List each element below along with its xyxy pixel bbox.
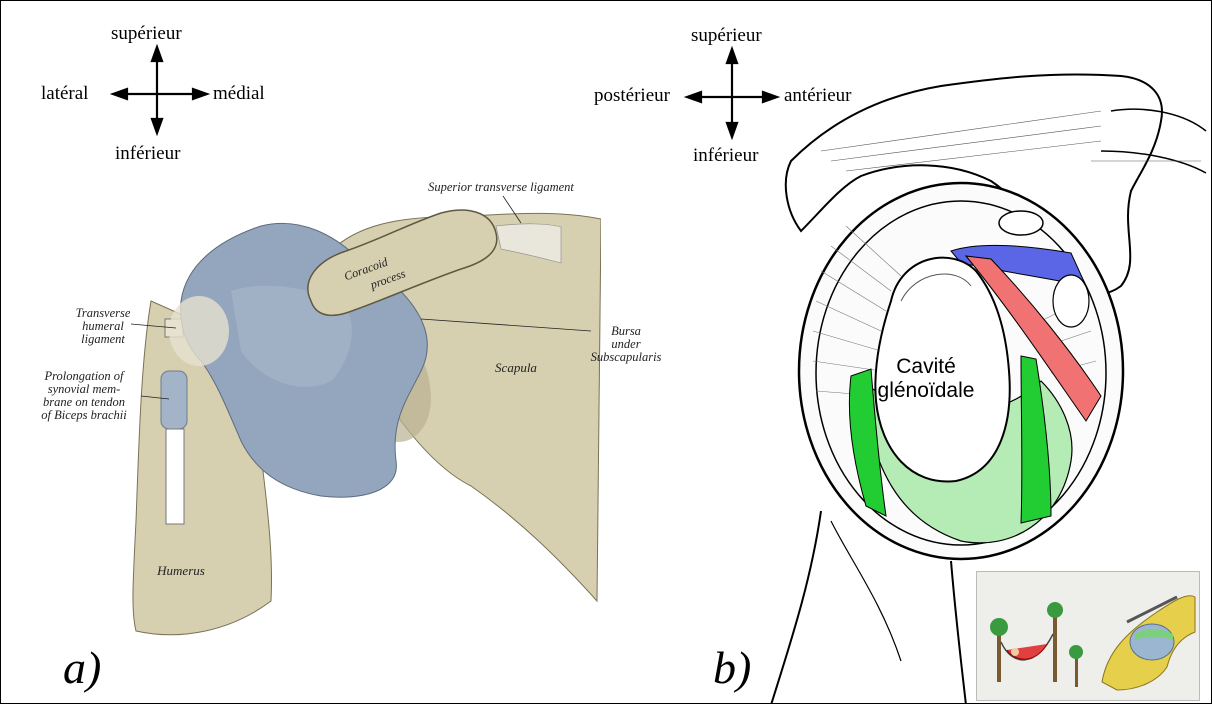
direction-anterior-b: antérieur (784, 85, 852, 107)
inset-drawing (977, 572, 1199, 700)
direction-posterior-b: postérieur (594, 85, 670, 107)
direction-inferior-b: inférieur (693, 145, 758, 167)
direction-superior-b: supérieur (691, 25, 762, 47)
inset-hammock-illustration (976, 571, 1200, 701)
orientation-arrows-b (687, 49, 777, 137)
glenoid-cavity-label-line1: Cavité (861, 355, 991, 379)
panel-letter-b: b) (713, 641, 751, 694)
glenoid-cavity-label-line2: glénoïdale (861, 379, 991, 403)
glenoid-cavity-label: Cavité glénoïdale (861, 355, 991, 403)
tree-middle-icon (1069, 645, 1083, 687)
